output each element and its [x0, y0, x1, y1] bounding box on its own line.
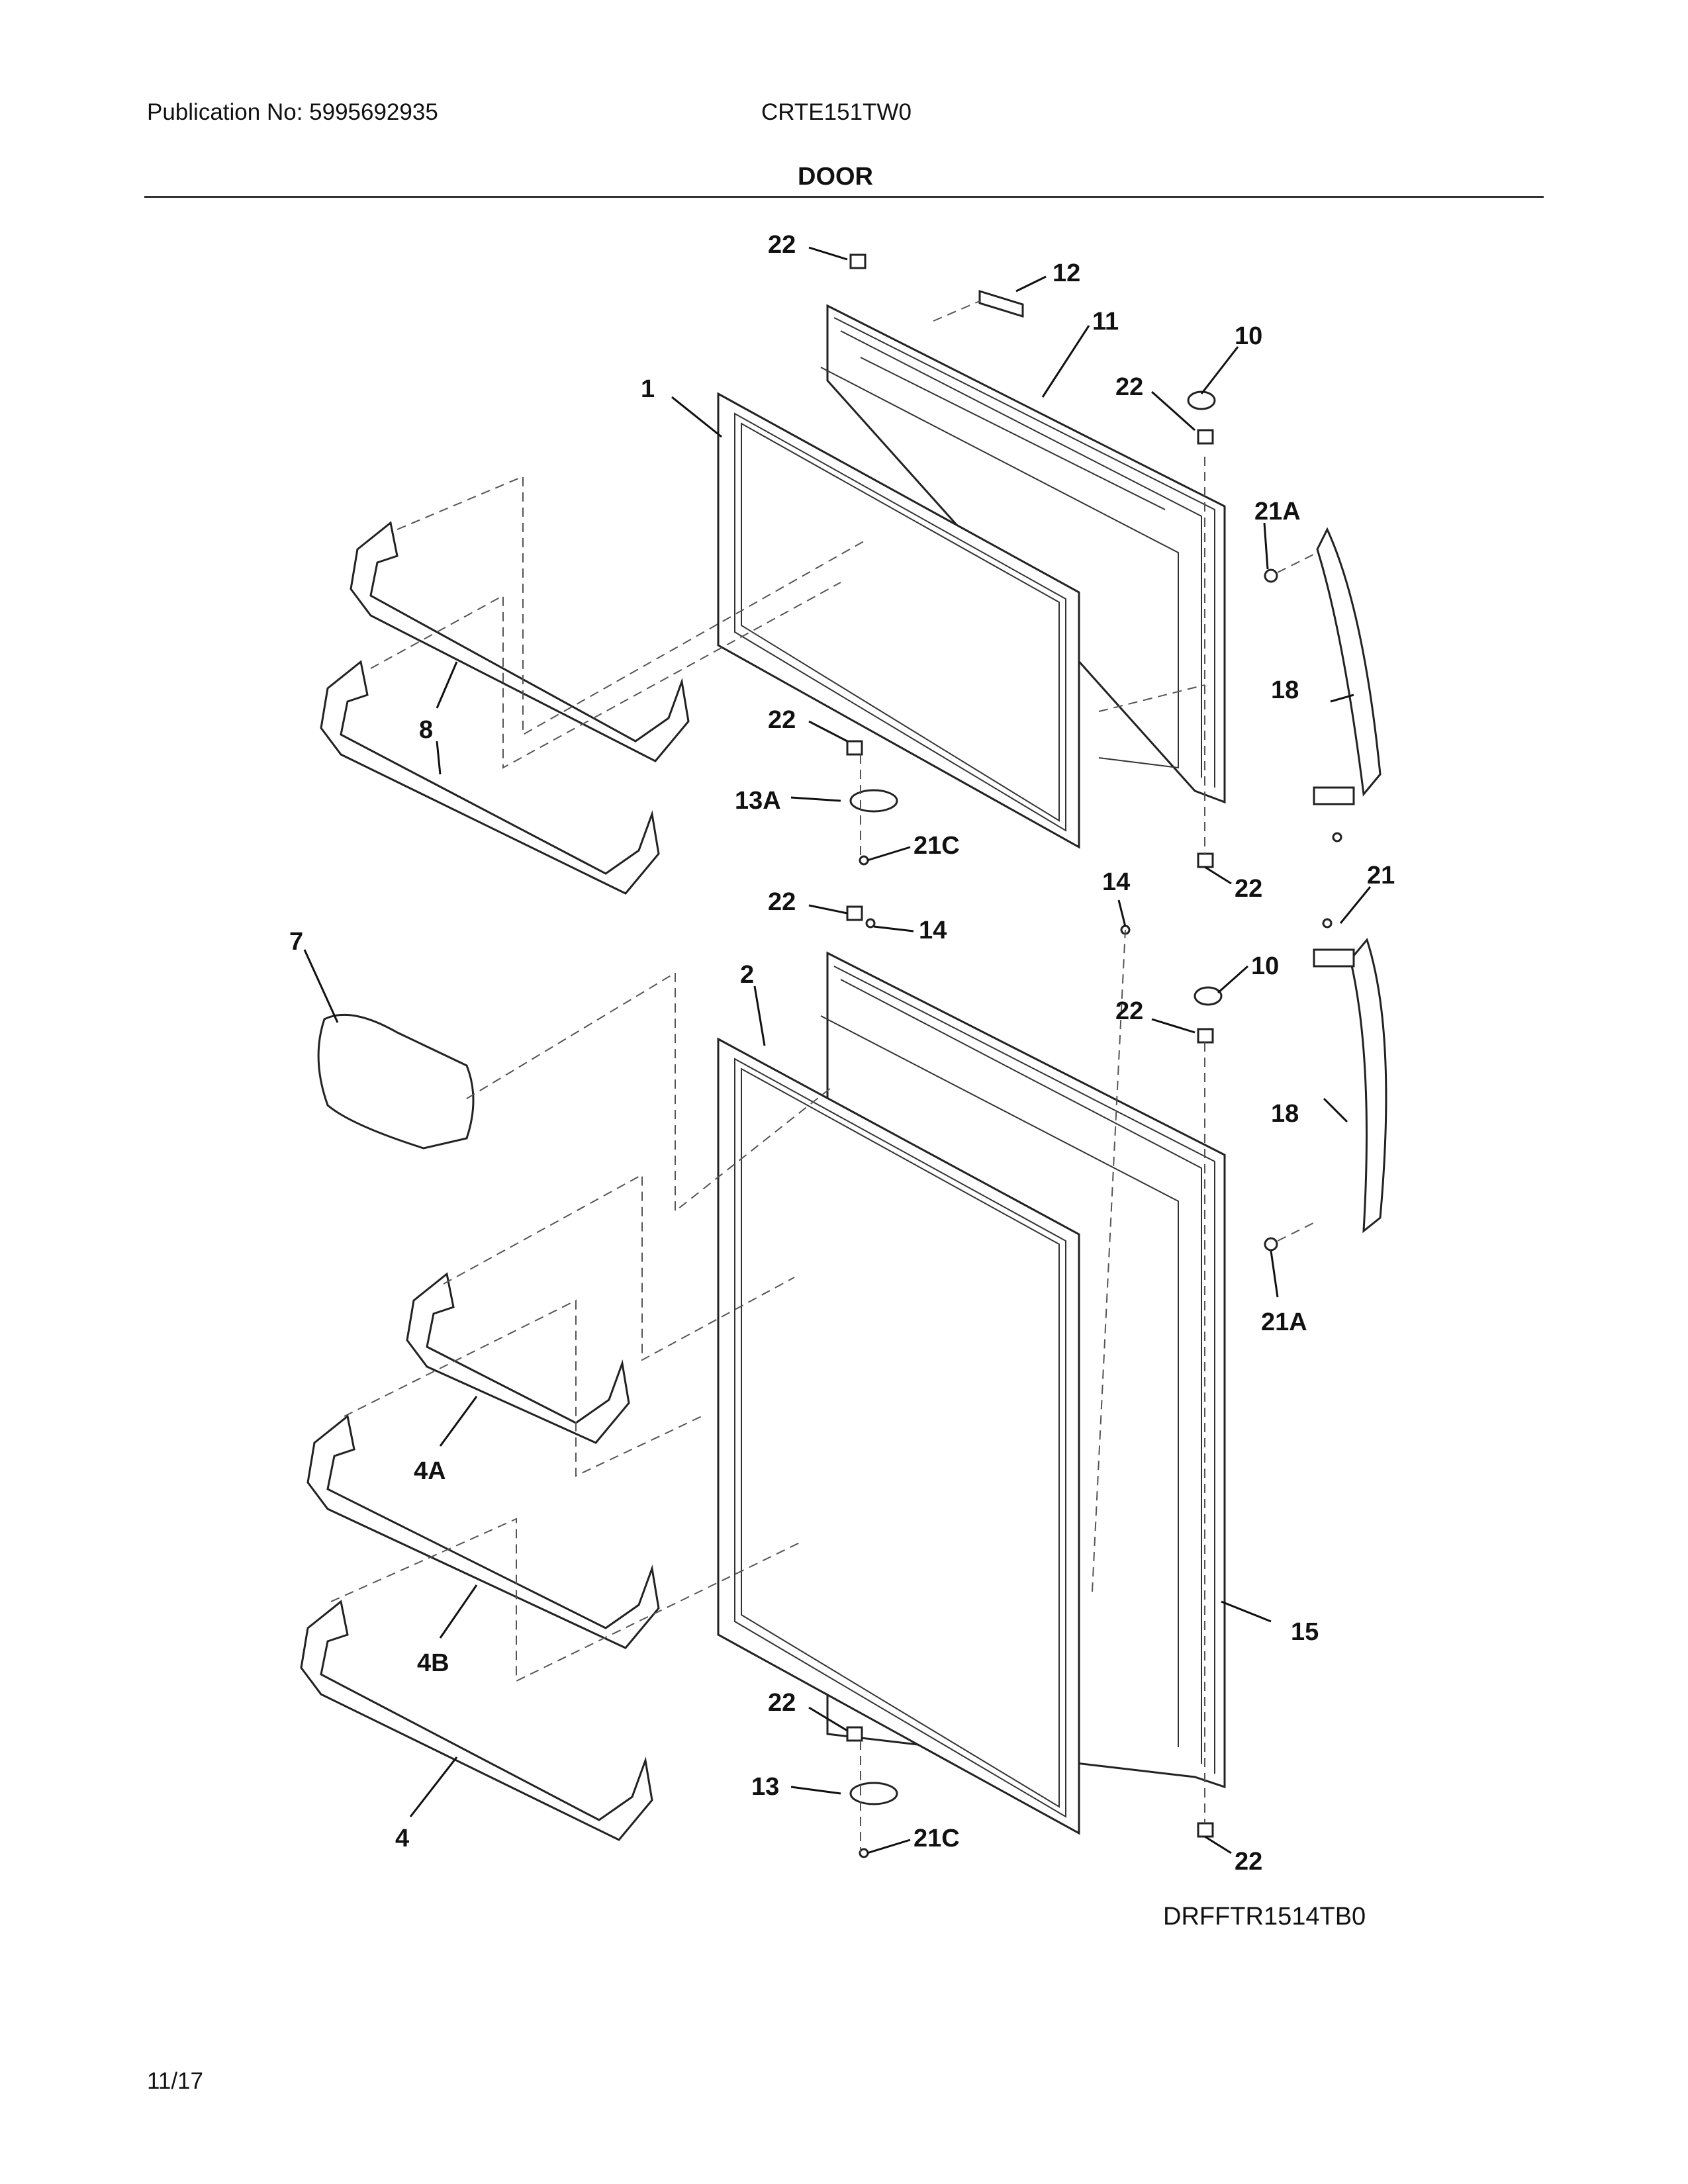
callout-13a: 13A	[735, 787, 781, 815]
callout-22: 22	[768, 706, 796, 734]
callout-11: 11	[1092, 308, 1119, 336]
section-title: DOOR	[798, 163, 873, 191]
callout-10: 10	[1235, 322, 1262, 350]
callout-21a: 21A	[1254, 498, 1301, 525]
alignment-lines	[330, 300, 1318, 1853]
door-shelf-4a	[406, 1272, 630, 1444]
bushing-22	[846, 253, 1214, 1838]
callout-15: 15	[1291, 1618, 1319, 1646]
callout-21c: 21C	[914, 832, 960, 860]
freezer-door-shelf-lower	[320, 660, 660, 895]
callout-7: 7	[289, 928, 303, 956]
callout-21c: 21C	[914, 1825, 960, 1852]
freezer-door-shelf-upper	[350, 521, 690, 762]
callout-4: 4	[395, 1825, 409, 1852]
dairy-door-cover	[317, 1013, 475, 1150]
callout-22: 22	[1235, 1848, 1262, 1876]
drawing-code: DRFFTR1514TB0	[1163, 1903, 1366, 1931]
callout-22: 22	[768, 231, 796, 259]
plug-10-lower	[1194, 986, 1223, 1006]
callout-13: 13	[751, 1773, 779, 1801]
page-number: 11/17	[147, 2068, 203, 2094]
callout-labels: 22 12 11 10 1 22 21A 8 18 22 13A 21C 14 …	[289, 231, 1395, 1876]
freezer-door-handle	[1313, 527, 1382, 805]
hinge-plate-13a	[849, 789, 898, 813]
freezer-door-gasket	[717, 392, 1080, 849]
callout-4a: 4A	[414, 1457, 446, 1485]
door-shelf-4	[300, 1600, 653, 1841]
callout-4b: 4B	[417, 1649, 449, 1677]
publication-number: Publication No: 5995692935	[147, 99, 438, 125]
fresh-food-door-gasket	[717, 1037, 1080, 1835]
callout-8: 8	[419, 716, 433, 744]
callout-22: 22	[1235, 875, 1262, 903]
callout-21: 21	[1367, 862, 1395, 889]
callout-14: 14	[1102, 868, 1130, 896]
callout-22: 22	[768, 1689, 796, 1717]
callout-22: 22	[1115, 373, 1143, 401]
freezer-door-outer-panel	[820, 304, 1226, 804]
hinge-plate-13	[849, 1782, 898, 1805]
screw-hardware	[859, 569, 1342, 1858]
callout-21a: 21A	[1261, 1308, 1307, 1336]
model-number: CRTE151TW0	[761, 99, 912, 125]
callout-14: 14	[919, 917, 947, 944]
fresh-food-door-handle	[1313, 937, 1387, 1234]
plug-10-upper	[1187, 390, 1216, 410]
label-12	[978, 289, 1024, 318]
leader-lines	[303, 246, 1372, 1854]
callout-2: 2	[740, 961, 754, 989]
callout-18: 18	[1271, 676, 1299, 704]
header-divider	[144, 196, 1544, 198]
callout-18: 18	[1271, 1100, 1299, 1128]
callout-1: 1	[641, 375, 655, 403]
callout-10: 10	[1251, 952, 1279, 980]
callout-12: 12	[1053, 259, 1080, 287]
callout-22: 22	[768, 888, 796, 916]
callout-22: 22	[1115, 997, 1143, 1025]
door-shelf-4b	[306, 1414, 660, 1649]
